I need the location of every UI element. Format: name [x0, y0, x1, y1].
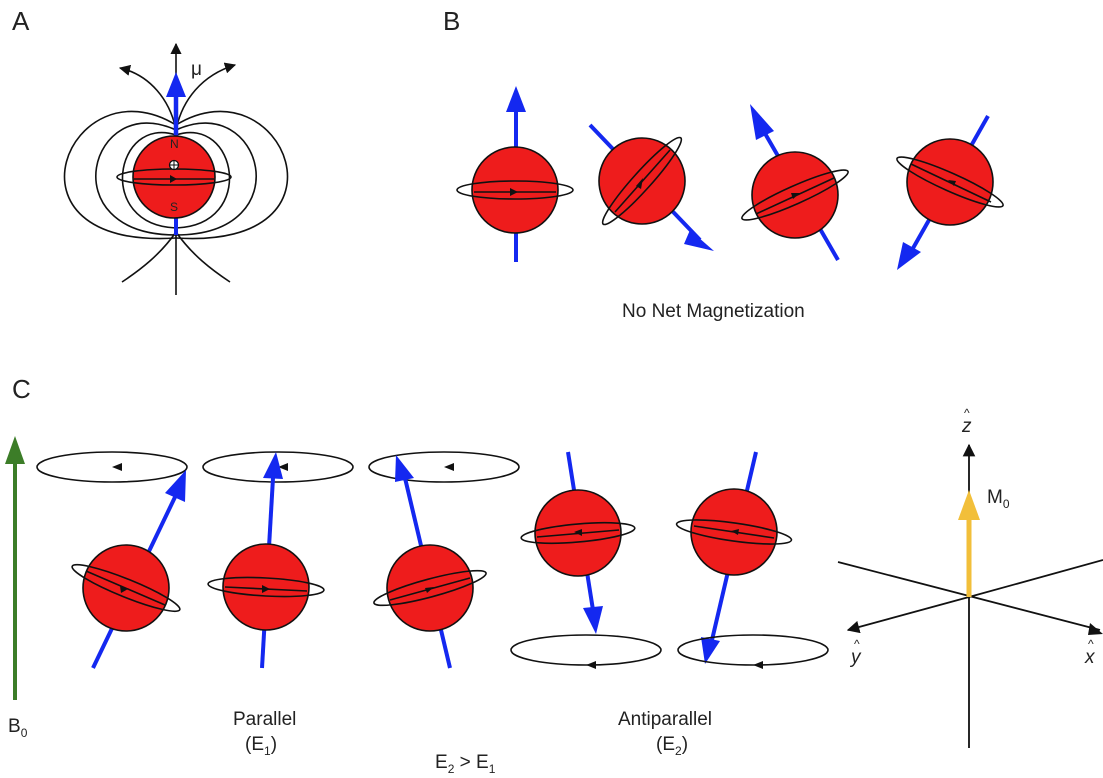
z-hat: ^: [964, 406, 970, 420]
random-spin-2: [588, 123, 714, 251]
north-label: N: [170, 137, 179, 151]
precession-orbits-bottom: [510, 634, 829, 666]
antiparallel-spin-2: [675, 451, 793, 664]
antiparallel-energy: (E2): [656, 734, 688, 758]
field-line-right-inner: [175, 131, 231, 229]
panel-c-letter: C: [12, 374, 31, 404]
field-line-left-mid: [95, 122, 177, 236]
x-axis-label: x: [1084, 647, 1096, 668]
field-line-right-outer: [175, 110, 289, 240]
antiparallel-label: Antiparallel: [618, 709, 712, 730]
spin-2-arrow-head: [684, 230, 714, 251]
panel-c: C B0: [5, 374, 1103, 776]
y-axis-back: [968, 559, 1103, 598]
panel-a: A N S μ: [12, 6, 289, 295]
z-axis-label: z: [961, 416, 972, 437]
parallel-spin-1-arrow-head: [165, 470, 186, 502]
field-line-bottom-right: [175, 231, 231, 283]
spin-1-arrow-head: [506, 86, 526, 112]
random-spin-1: [456, 86, 574, 262]
y-hat: ^: [854, 637, 860, 651]
energy-relation: E2 > E1: [435, 752, 496, 776]
x-hat: ^: [1088, 637, 1094, 651]
dipole-field-lines: [63, 42, 289, 295]
random-spin-3: [741, 104, 849, 261]
antiparallel-spin-1: [520, 451, 636, 634]
y-axis-label: y: [849, 647, 862, 668]
no-net-magnetization-caption: No Net Magnetization: [622, 301, 805, 322]
field-line-right-mid: [175, 122, 257, 236]
panel-b-letter: B: [443, 6, 460, 36]
spin-3-arrow-head: [750, 104, 774, 140]
m0-label: M0: [987, 487, 1010, 511]
m0-arrow-head: [958, 490, 980, 520]
spin-direction-a: [170, 175, 177, 183]
panel-a-letter: A: [12, 6, 30, 36]
parallel-spin-2: [207, 452, 325, 669]
x-axis-arrow-head: [1088, 623, 1103, 635]
moment-symbol: μ: [191, 59, 202, 80]
field-line-bottom-left: [121, 231, 177, 283]
parallel-spin-3-arrow-head: [395, 455, 414, 482]
parallel-spin-1: [71, 470, 186, 669]
b0-arrow-head: [5, 436, 25, 464]
proton-a: [132, 135, 216, 219]
field-line-left-outer: [63, 110, 177, 240]
precession-orbits-top: [36, 451, 520, 483]
parallel-spin-3: [373, 455, 487, 669]
spin-4-arrow-head: [897, 242, 921, 270]
parallel-spin-2-arrow-head: [263, 452, 283, 479]
parallel-energy: (E1): [245, 734, 277, 758]
y-axis: [846, 596, 970, 634]
random-spin-4: [896, 115, 1004, 270]
moment-arrow-head: [166, 72, 186, 97]
parallel-label: Parallel: [233, 709, 296, 730]
antiparallel-spin-1-arrow-head: [583, 606, 603, 634]
panel-b: B: [443, 6, 1004, 322]
b0-label: B0: [8, 716, 28, 740]
south-label: S: [170, 200, 178, 214]
antiparallel-spin-2-arrow-head: [701, 637, 720, 664]
